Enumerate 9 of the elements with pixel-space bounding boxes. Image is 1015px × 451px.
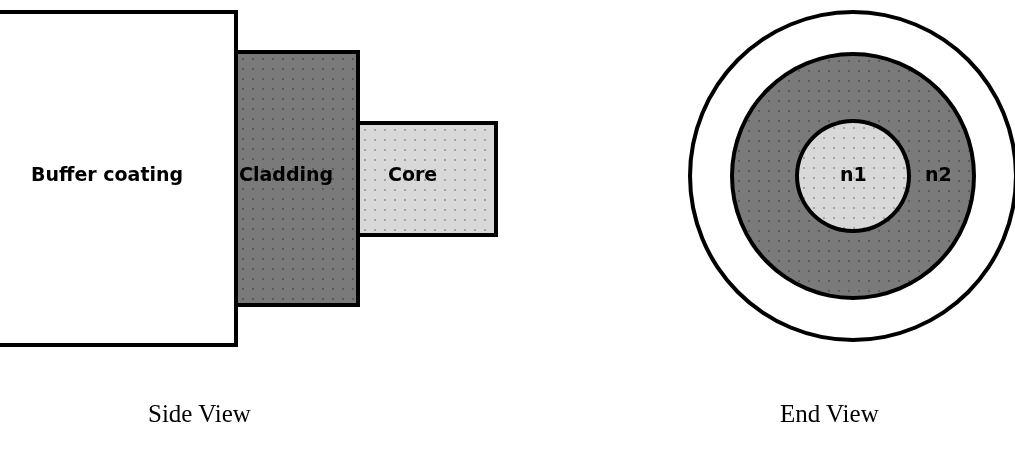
view-caption: Side View [148,400,251,428]
layer-label: Buffer coating [31,163,184,185]
layer-label: n1 [840,163,867,185]
layer-label: Core [388,163,438,185]
layer-label: Cladding [239,163,334,185]
fiber-ring [795,119,911,233]
layer-label: n2 [925,163,952,185]
view-caption: End View [780,400,879,428]
buffer-coating-layer [0,10,238,347]
